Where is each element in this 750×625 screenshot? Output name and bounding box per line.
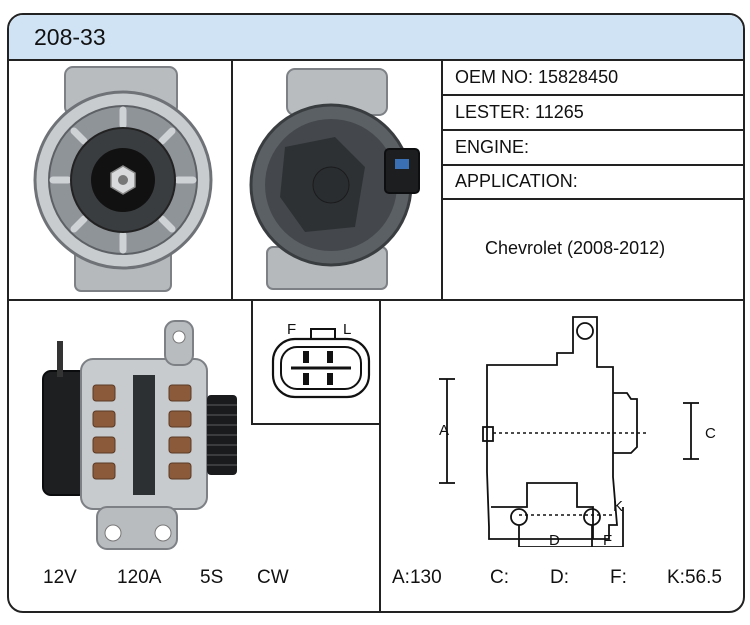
rotation-value: CW [257, 567, 289, 588]
dimension-k: K:56.5 [667, 567, 722, 588]
oem-number: OEM NO: 15828450 [455, 67, 619, 87]
diagram-label-k: K [613, 498, 623, 515]
application-label: APPLICATION: [455, 171, 578, 191]
alternator-side-photo [42, 320, 237, 550]
diagram-label-a: A [439, 422, 449, 439]
diagram-label-c: C [705, 425, 716, 442]
header-bar: 208-33 [9, 15, 743, 61]
connector-label-l: L [343, 321, 351, 338]
divider-spec-row-4 [442, 198, 743, 200]
divider-vertical-top-left [231, 59, 233, 301]
application-value: Chevrolet (2008-2012) [485, 238, 666, 258]
dimension-diagram: A C D F K [439, 316, 716, 547]
dimension-d: D: [550, 567, 569, 588]
pulley-value: 5S [200, 567, 224, 588]
product-card: 208-33 OEM NO: 15828450 LESTER: 11265 EN… [7, 13, 745, 613]
connector-box-bottom [251, 423, 380, 425]
connector-plug-diagram: F L [271, 321, 371, 399]
divider-horizontal-middle [9, 299, 743, 301]
divider-spec-row-2 [442, 129, 743, 131]
engine-label: ENGINE: [455, 137, 530, 157]
dimension-a: A:130 [392, 567, 442, 588]
amperage-value: 120A [117, 567, 162, 588]
alternator-front-photo [33, 66, 213, 292]
part-number: 208-33 [34, 24, 106, 50]
divider-vertical-bottom [379, 300, 381, 611]
alternator-rear-photo [249, 68, 420, 290]
dimension-f: F: [610, 567, 627, 588]
divider-spec-row-3 [442, 164, 743, 166]
voltage-value: 12V [43, 567, 77, 588]
diagram-label-d: D [549, 532, 560, 547]
connector-label-f: F [287, 321, 296, 338]
divider-spec-row-1 [442, 94, 743, 96]
dimension-c: C: [490, 567, 509, 588]
diagram-label-f: F [603, 532, 612, 547]
divider-vertical-top-right [441, 59, 443, 301]
connector-box-left [251, 300, 253, 424]
lester-number: LESTER: 11265 [455, 102, 584, 122]
